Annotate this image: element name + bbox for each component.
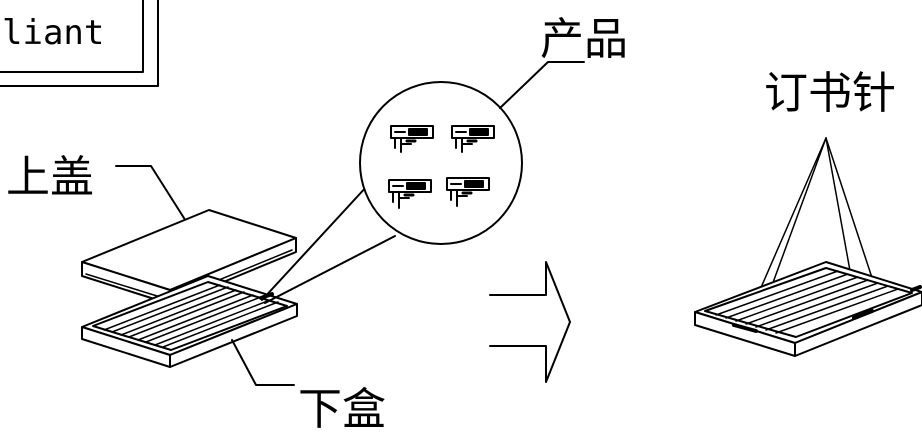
staple-mark-left — [732, 323, 758, 333]
product-callout — [261, 81, 523, 304]
bottom-box — [81, 275, 298, 368]
label-bottom-box: 下盒 — [298, 384, 386, 435]
staple-mark-right — [852, 309, 874, 320]
leader-line-product — [499, 61, 585, 109]
leader-line-bottom-box — [231, 339, 295, 386]
compliance-badge: liant — [0, 0, 159, 87]
product-magnifier-circle — [359, 81, 523, 245]
leader-line-top-lid — [115, 165, 197, 238]
badge-outer-frame — [0, 0, 159, 87]
callout-line-upper — [261, 184, 369, 301]
product-item-3 — [388, 179, 432, 209]
stapled-box — [694, 261, 922, 357]
label-staple: 订书针 — [764, 68, 896, 119]
callout-line-lower — [264, 235, 396, 304]
product-item-1 — [390, 125, 434, 153]
badge-text: liant — [2, 13, 104, 53]
process-arrow-icon — [489, 261, 571, 383]
staple-mark-corner — [910, 285, 922, 292]
badge-inner-frame — [0, 0, 144, 73]
label-product: 产品 — [540, 14, 628, 65]
product-item-4 — [446, 177, 490, 207]
label-top-lid: 上盖 — [6, 152, 94, 203]
product-item-2 — [451, 125, 495, 153]
